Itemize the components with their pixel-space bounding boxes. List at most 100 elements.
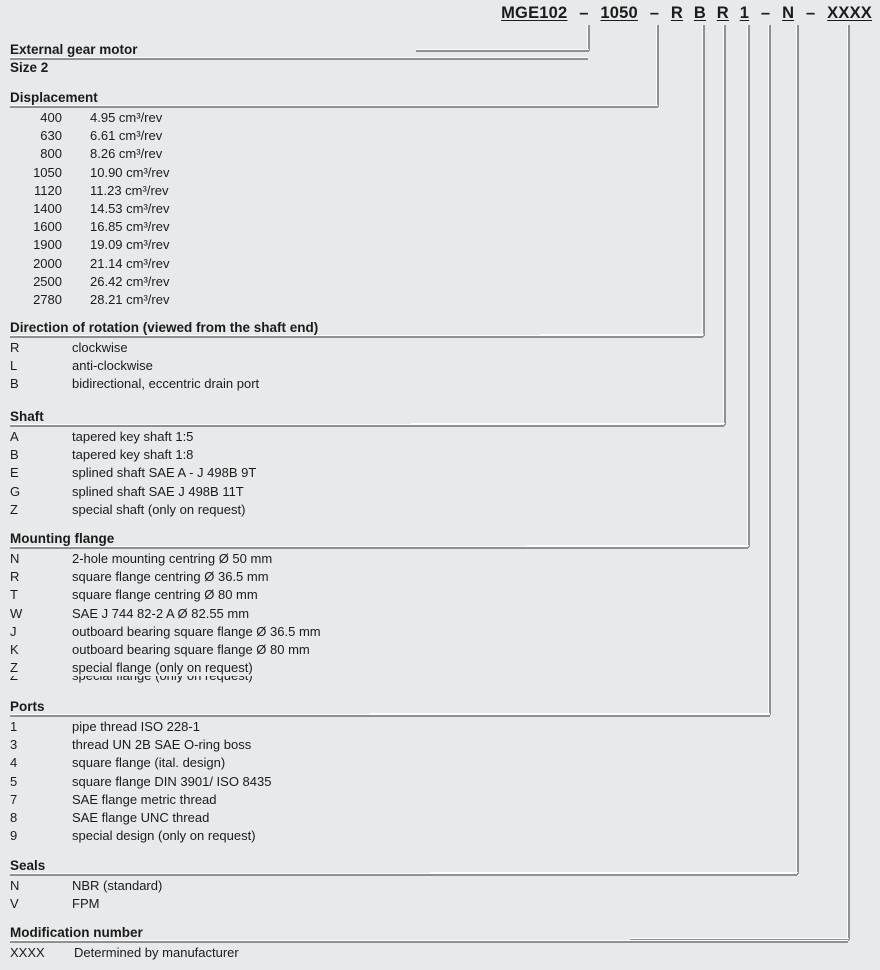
option-description: special shaft (only on request) (72, 501, 246, 517)
option-description: 4.95 cm³/rev (90, 110, 163, 125)
code-spacer (660, 4, 671, 22)
option-description: SAE flange UNC thread (72, 810, 210, 826)
code-spacer (683, 4, 694, 22)
section-heading-shaft-label: Shaft (10, 409, 44, 424)
option-code: 400 (40, 110, 62, 125)
option-code: 2500 (33, 273, 62, 289)
code-segment: XXXX (827, 4, 872, 22)
code-spacer (729, 4, 740, 22)
option-code: 7 (10, 791, 18, 807)
option-code: 1400 (33, 201, 62, 217)
code-segment: N (782, 4, 795, 22)
section-heading-ports-label: Ports (10, 699, 45, 714)
ordering-code-string: MGE102 – 1050 – R B R 1 – N – XXXX (0, 4, 880, 26)
option-description: 14.53 cm³/rev (90, 201, 170, 217)
option-row: 1400 14.53 cm³/rev (10, 200, 169, 218)
option-description: tapered key shaft 1:5 (72, 429, 194, 444)
section-heading-ports: Ports (10, 699, 770, 717)
option-code: 1900 (33, 237, 62, 253)
option-code: G (10, 483, 21, 499)
option-description: 8.26 cm³/rev (90, 146, 163, 162)
clipped-overflow-row: Z special flange (only on request) (10, 676, 370, 685)
leader-line-shaft (723, 25, 726, 425)
option-description: special design (only on request) (72, 828, 256, 844)
option-code: B (10, 447, 19, 463)
option-code: V (10, 896, 19, 912)
leader-line-seals (796, 25, 799, 874)
section-heading-displacement: Displacement (10, 90, 657, 108)
option-code: 2780 (33, 292, 62, 308)
leader-line-model (587, 25, 590, 51)
option-description: 16.85 cm³/rev (90, 219, 170, 235)
code-spacer (749, 4, 760, 22)
leader-line-mounting-flange (747, 25, 750, 547)
option-description: 10.90 cm³/rev (90, 164, 170, 180)
leader-line-displacement (656, 25, 659, 107)
option-description: Determined by manufacturer (74, 945, 239, 960)
heading-rule-rotation (10, 335, 703, 338)
code-separator: – (579, 4, 589, 22)
heading-rule-ports (10, 714, 770, 717)
section-heading-seals-label: Seals (10, 858, 46, 873)
option-description: clockwise (72, 340, 128, 355)
option-code: E (10, 465, 19, 481)
clipped-row-code: Z (10, 676, 72, 685)
section-heading-modification-number: Modification number (10, 925, 848, 943)
option-description: bidirectional, eccentric drain port (72, 376, 260, 392)
section-heading-displacement-label: Displacement (10, 90, 98, 105)
section-heading-model: External gear motor (10, 42, 588, 60)
code-segment: R (670, 4, 684, 22)
section-model: External gear motor Size 2 (10, 42, 588, 77)
section-heading-rotation-label: Direction of rotation (viewed from the s… (10, 320, 319, 335)
option-code: R (10, 569, 20, 585)
option-code: A (10, 429, 19, 444)
option-code: 1600 (33, 219, 62, 235)
code-spacer (638, 4, 649, 22)
option-code: K (10, 642, 19, 658)
option-row: 400 4.95 cm³/rev (10, 109, 169, 127)
option-code: 3 (10, 737, 18, 753)
option-code: N (10, 551, 20, 566)
option-description: special flange (only on request) (72, 660, 253, 676)
option-code: 1120 (34, 182, 62, 198)
code-segment: 1050 (600, 4, 638, 22)
heading-rule-modification-number (10, 940, 848, 943)
option-description: square flange DIN 3901/ ISO 8435 (72, 773, 272, 789)
leader-line-modification-number (847, 25, 850, 940)
option-description: square flange centring Ø 36.5 mm (72, 569, 269, 585)
option-code: 2000 (33, 255, 62, 271)
option-code: N (10, 878, 20, 893)
option-row: 1050 10.90 cm³/rev (10, 164, 169, 182)
option-description: square flange centring Ø 80 mm (72, 587, 258, 603)
section-heading-model-label: External gear motor (10, 42, 138, 57)
code-spacer (816, 4, 827, 22)
option-code: 1050 (33, 164, 62, 180)
option-code: Z (10, 660, 18, 676)
code-separator: – (760, 4, 771, 22)
option-code: Z (10, 501, 18, 517)
